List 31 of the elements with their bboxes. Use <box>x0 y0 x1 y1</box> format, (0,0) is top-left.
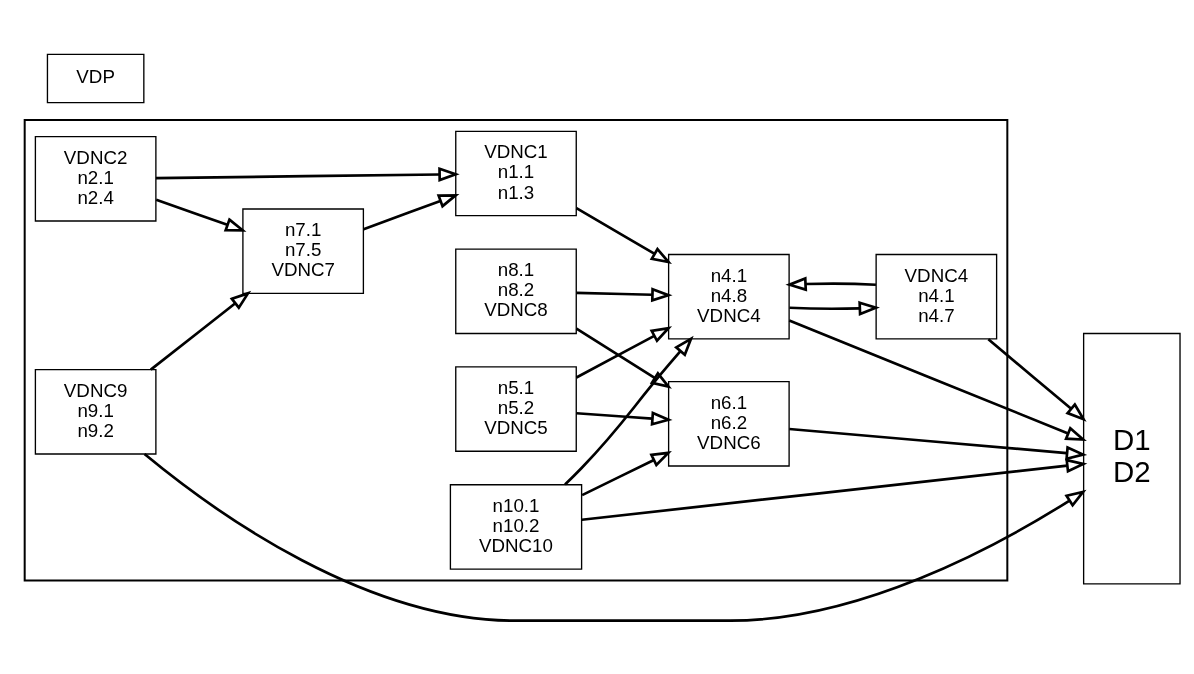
node-box: n4.1 n4.8 VDNC4 <box>667 253 790 339</box>
arrow <box>564 335 694 485</box>
arrow <box>155 166 460 182</box>
node-box: VDNC1 n1.1 n1.3 <box>455 130 577 216</box>
arrow <box>575 206 672 264</box>
node-box: VDNC9 n9.1 n9.2 <box>34 368 157 455</box>
arrow <box>363 193 460 231</box>
arrow <box>576 286 673 302</box>
arrow <box>575 326 672 389</box>
arrow <box>155 198 247 232</box>
arrow <box>149 290 252 371</box>
node-box: n6.1 n6.2 VDNC6 <box>667 380 790 467</box>
arrow <box>581 457 1088 521</box>
node-box: VDNC2 n2.1 n2.4 <box>34 135 157 222</box>
arrow <box>581 450 672 496</box>
node-box: VDP <box>46 53 145 103</box>
cluster <box>23 118 1009 581</box>
arrow <box>143 452 1087 622</box>
arrow <box>576 410 673 426</box>
node-box: n5.1 n5.2 VDNC5 <box>455 365 577 452</box>
node-box: VDNC4 n4.1 n4.7 <box>875 253 998 339</box>
node-box: n8.1 n8.2 VDNC8 <box>455 247 577 334</box>
arrow <box>575 325 673 379</box>
node-box: n10.1 n10.2 VDNC10 <box>449 483 583 570</box>
node-box: D1 D2 <box>1082 332 1181 584</box>
arrow <box>987 337 1087 422</box>
node-box: n7.1 n7.5 VDNC7 <box>242 207 365 294</box>
arrow <box>789 427 1088 460</box>
arrow <box>788 318 1087 441</box>
arrow <box>789 300 880 316</box>
arrow <box>785 275 876 291</box>
